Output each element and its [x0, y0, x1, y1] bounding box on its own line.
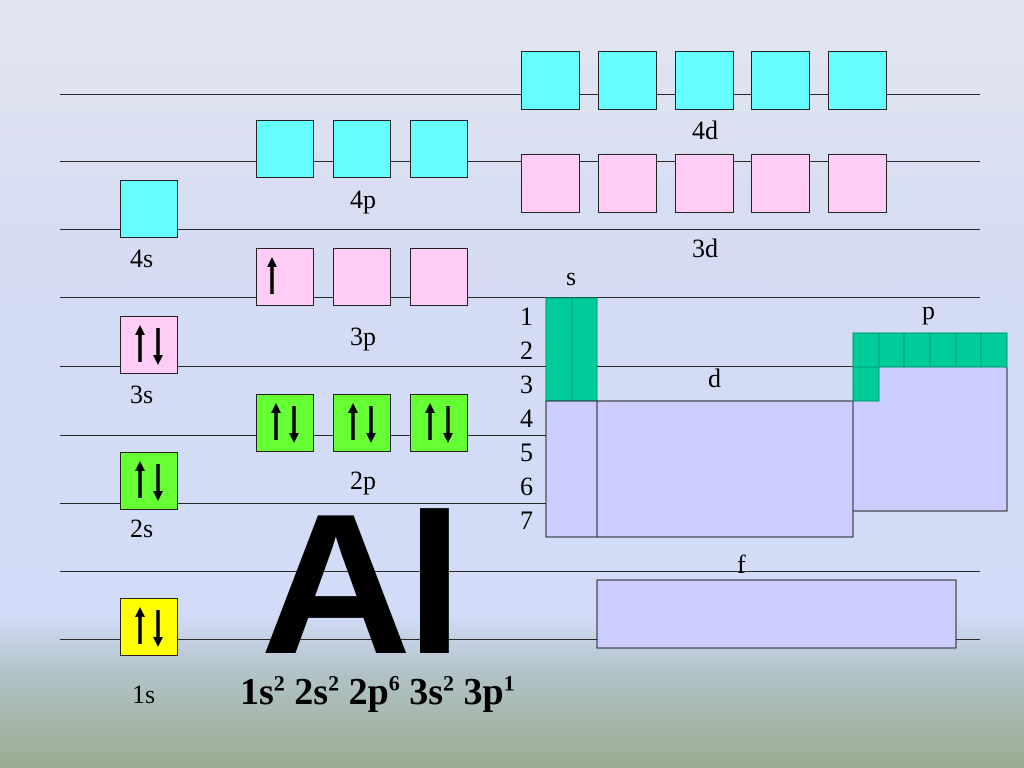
orbital-4d-5	[828, 51, 887, 110]
period-number: 6	[520, 472, 533, 501]
label-3p: 3p	[350, 322, 376, 351]
f-block-label: f	[737, 550, 746, 579]
config-term: 3p1	[463, 670, 515, 713]
orbital-3p-3	[410, 248, 468, 306]
orbital-2p-2	[333, 394, 391, 452]
energy-level-line	[60, 639, 980, 640]
label-4s: 4s	[130, 244, 154, 273]
label-4p: 4p	[350, 185, 376, 214]
energy-level-line	[60, 161, 980, 162]
label-2p: 2p	[350, 466, 376, 495]
d-block-label: d	[708, 364, 721, 393]
orbital-3d-1	[521, 154, 580, 213]
energy-level-line	[60, 571, 980, 572]
label-4d: 4d	[692, 116, 718, 145]
config-term: 2p6	[348, 670, 400, 713]
energy-level-line	[60, 435, 980, 436]
orbital-4p-1	[256, 120, 314, 178]
label-1s: 1s	[132, 680, 156, 709]
s-block-empty	[545, 400, 598, 538]
orbital-4d-2	[598, 51, 657, 110]
period-number: 5	[520, 438, 533, 467]
f-block	[596, 579, 957, 649]
config-term: 2s2	[294, 670, 340, 713]
orbital-1s	[120, 598, 178, 656]
energy-level-line	[60, 366, 980, 367]
period-number: 1	[520, 302, 533, 331]
electron-configuration: 1s2 2s2 2p6 3s2 3p1	[240, 670, 515, 714]
element-symbol: Al	[260, 473, 464, 696]
energy-level-line	[60, 94, 980, 95]
period-number: 7	[520, 506, 533, 535]
orbital-3d-2	[598, 154, 657, 213]
energy-level-line	[60, 503, 980, 504]
config-term: 3s2	[409, 670, 455, 713]
orbital-3d-5	[828, 154, 887, 213]
orbital-4d-1	[521, 51, 580, 110]
p-block-filled-row3	[852, 366, 880, 402]
label-3d: 3d	[692, 234, 718, 263]
orbital-3p-1	[256, 248, 314, 306]
orbital-2p-3	[410, 394, 468, 452]
p-block-label: p	[922, 296, 935, 325]
orbital-3s	[120, 316, 178, 374]
energy-level-line	[60, 229, 980, 230]
period-number: 3	[520, 370, 533, 399]
orbital-4d-3	[675, 51, 734, 110]
config-term: 1s2	[240, 670, 285, 713]
orbital-4s	[120, 180, 178, 238]
orbital-4d-4	[751, 51, 810, 110]
period-number: 2	[520, 336, 533, 365]
orbital-4p-2	[333, 120, 391, 178]
d-block	[596, 400, 854, 538]
energy-level-line	[60, 297, 980, 298]
period-number: 4	[520, 404, 533, 433]
label-3s: 3s	[130, 380, 154, 409]
orbital-2p-1	[256, 394, 314, 452]
orbital-4p-3	[410, 120, 468, 178]
orbital-2s	[120, 452, 178, 510]
orbital-3d-4	[751, 154, 810, 213]
s-block-label: s	[566, 262, 577, 291]
label-2s: 2s	[130, 514, 154, 543]
orbital-3d-3	[675, 154, 734, 213]
orbital-3p-2	[333, 248, 391, 306]
